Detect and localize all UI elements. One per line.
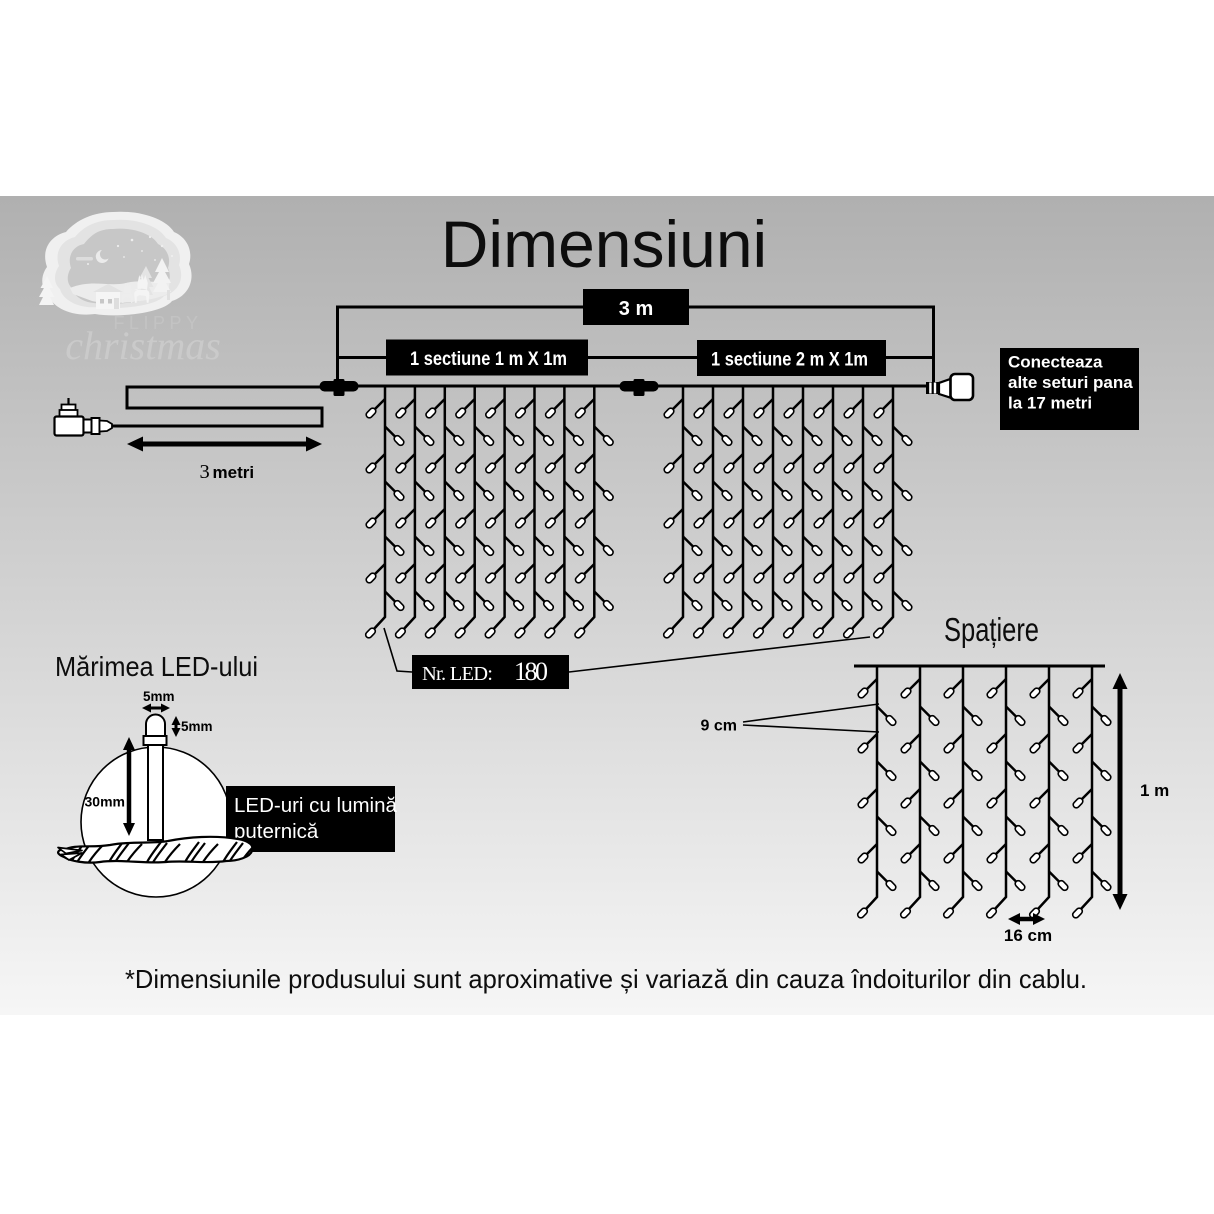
svg-text:Mărimea LED-ului: Mărimea LED-ului	[55, 651, 258, 682]
svg-text:1 m: 1 m	[1140, 781, 1169, 800]
svg-text:30mm: 30mm	[85, 794, 125, 810]
svg-text:180: 180	[514, 657, 548, 686]
svg-text:9 cm: 9 cm	[701, 718, 737, 735]
svg-text:16 cm: 16 cm	[1004, 926, 1052, 945]
svg-text:3 m: 3 m	[619, 298, 653, 320]
svg-text:metri: metri	[213, 463, 255, 482]
svg-text:*Dimensiunile produsului sunt: *Dimensiunile produsului sunt aproximati…	[125, 964, 1087, 994]
svg-text:la 17 metri: la 17 metri	[1008, 394, 1092, 413]
svg-text:1 sectiune 1 m X 1m: 1 sectiune 1 m X 1m	[410, 348, 567, 370]
svg-text:puternică: puternică	[234, 820, 319, 843]
svg-text:1 sectiune 2 m X 1m: 1 sectiune 2 m X 1m	[711, 349, 868, 371]
svg-text:Spațiere: Spațiere	[944, 611, 1039, 648]
svg-text:FLIPPY: FLIPPY	[113, 313, 202, 333]
svg-text:3: 3	[200, 461, 210, 483]
svg-text:Conecteaza: Conecteaza	[1008, 353, 1103, 372]
svg-text:Dimensiuni: Dimensiuni	[441, 207, 767, 281]
svg-text:alte seturi pana: alte seturi pana	[1008, 373, 1133, 392]
svg-text:5mm: 5mm	[143, 689, 175, 704]
svg-text:christmas: christmas	[65, 323, 221, 368]
svg-text:LED-uri cu lumină: LED-uri cu lumină	[234, 794, 398, 817]
svg-text:Nr. LED:: Nr. LED:	[422, 663, 493, 685]
svg-text:5mm: 5mm	[181, 719, 213, 734]
